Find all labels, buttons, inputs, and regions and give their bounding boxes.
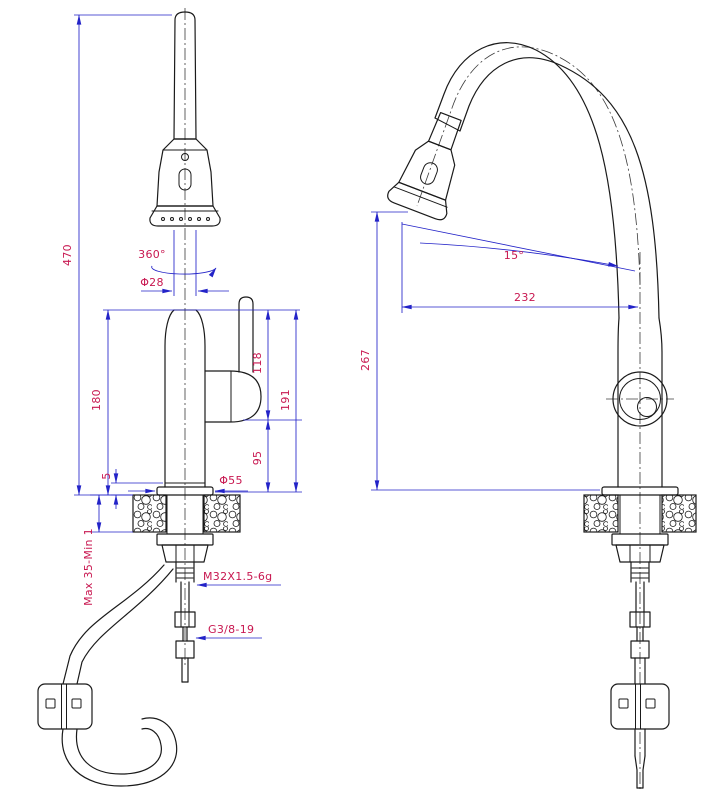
dim-95-label: 95 xyxy=(251,451,264,466)
spray-face xyxy=(149,205,221,227)
spray-toggle-side-icon xyxy=(420,162,438,185)
faucet-body-side xyxy=(601,317,679,496)
pulldown-hose-side xyxy=(610,683,670,789)
hose-fitting-upper-side xyxy=(629,611,651,628)
angle-arc-icon xyxy=(419,242,619,267)
hose-fitting-lower-side xyxy=(630,640,650,659)
handle-base xyxy=(204,370,262,423)
dim-180-label: 180 xyxy=(90,389,103,411)
dim-deck-range-label: Max 35-Min 1 xyxy=(82,528,95,606)
dim-191-label: 191 xyxy=(279,389,292,411)
lock-nut-side xyxy=(615,544,665,563)
pulldown-hose-front xyxy=(37,564,178,787)
dim-232-label: 232 xyxy=(514,291,536,304)
hose-weight-front xyxy=(37,683,93,730)
dim-phi55-label: Φ55 xyxy=(219,474,243,487)
base-flange-front xyxy=(156,486,214,496)
side-view: 267 232 15° xyxy=(359,42,697,790)
spout-centerline xyxy=(416,46,641,286)
deck-section-side xyxy=(583,494,697,535)
handle-hub-side xyxy=(612,371,668,427)
hose-fitting-lower-front xyxy=(175,640,195,659)
spray-head-side xyxy=(387,111,462,221)
dim-267-label: 267 xyxy=(359,349,372,371)
lock-nut-front xyxy=(161,544,209,563)
dim-118-label: 118 xyxy=(251,352,264,374)
spray-button-icon xyxy=(181,153,189,161)
thread-m32-label: M32X1.5-6g xyxy=(203,570,272,583)
handle-end-side xyxy=(637,397,657,417)
dim-470-label: 470 xyxy=(61,244,74,266)
spray-face-side xyxy=(387,181,448,221)
mounting-hardware-front xyxy=(156,533,214,683)
handle-lever xyxy=(238,296,254,373)
side-dimensions: 267 232 15° xyxy=(359,211,639,491)
thread-g38-label: G3/8-19 xyxy=(208,623,254,636)
handle-front xyxy=(204,296,262,423)
deck-section-front xyxy=(132,494,241,535)
spray-nozzle-dots xyxy=(161,217,210,221)
dim-15deg-label: 15° xyxy=(504,249,524,262)
hose-fitting-upper-front xyxy=(174,611,196,628)
mounting-hardware-side xyxy=(611,533,669,686)
rotation-arrow-icon xyxy=(151,265,217,278)
spray-toggle-icon xyxy=(178,168,192,191)
base-flange-side xyxy=(601,486,679,496)
front-dimensions: 470 360° Φ28 180 118 95 xyxy=(61,14,302,641)
dim-360-label: 360° xyxy=(138,248,166,261)
spray-head-front xyxy=(149,11,221,227)
front-view: 470 360° Φ28 180 118 95 xyxy=(37,8,302,787)
dim-phi28-label: Φ28 xyxy=(140,276,164,289)
dim-5-label: 5 xyxy=(100,472,113,479)
spout-arc-side xyxy=(434,42,660,319)
